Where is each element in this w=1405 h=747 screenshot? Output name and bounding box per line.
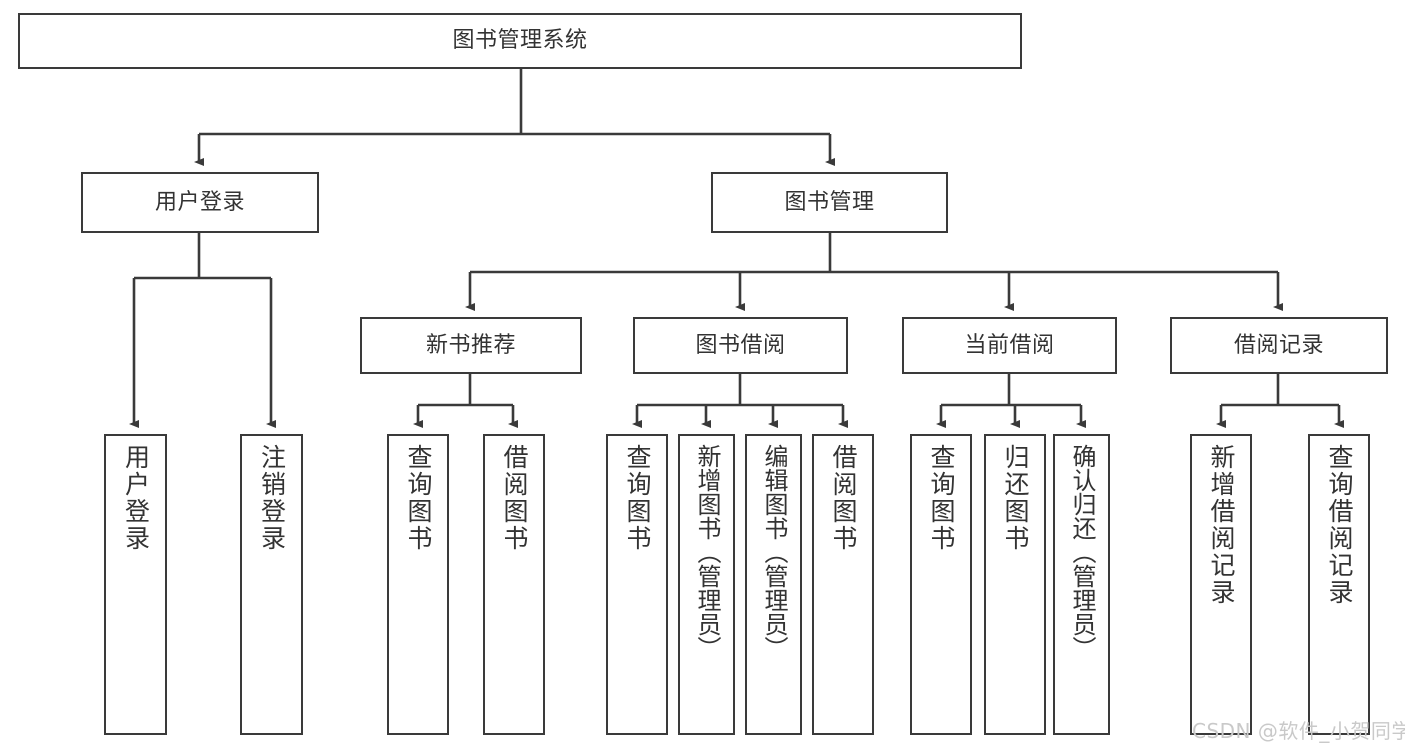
node-leaf-user-login[interactable]: 用户登录 bbox=[104, 434, 167, 735]
node-leaf-add-book[interactable]: 新增图书（管理员） bbox=[678, 434, 735, 735]
node-leaf-confirm-return-label: 确认归还（管理员） bbox=[1067, 444, 1096, 660]
node-book-borrow[interactable]: 图书借阅 bbox=[633, 317, 848, 374]
node-leaf-user-login-label: 用户登录 bbox=[121, 444, 151, 552]
node-new-book-recommend-label: 新书推荐 bbox=[425, 332, 516, 358]
node-leaf-user-logout[interactable]: 注销登录 bbox=[240, 434, 303, 735]
node-leaf-return-book-label: 归还图书 bbox=[1001, 444, 1030, 552]
node-current-borrow[interactable]: 当前借阅 bbox=[902, 317, 1117, 374]
node-current-borrow-label: 当前借阅 bbox=[964, 332, 1055, 358]
node-leaf-add-book-label: 新增图书（管理员） bbox=[692, 444, 721, 660]
node-borrow-records[interactable]: 借阅记录 bbox=[1170, 317, 1388, 374]
node-leaf-confirm-return[interactable]: 确认归还（管理员） bbox=[1053, 434, 1110, 735]
node-leaf-borrow-book-1-label: 借阅图书 bbox=[500, 444, 529, 552]
node-leaf-add-record-label: 新增借阅记录 bbox=[1207, 444, 1236, 606]
node-leaf-borrow-book-2-label: 借阅图书 bbox=[829, 444, 858, 552]
node-leaf-edit-book[interactable]: 编辑图书（管理员） bbox=[745, 434, 802, 735]
node-leaf-borrow-book-2[interactable]: 借阅图书 bbox=[812, 434, 874, 735]
node-book-borrow-label: 图书借阅 bbox=[695, 332, 786, 358]
node-leaf-query-record[interactable]: 查询借阅记录 bbox=[1308, 434, 1370, 735]
node-new-book-recommend[interactable]: 新书推荐 bbox=[360, 317, 582, 374]
node-leaf-edit-book-label: 编辑图书（管理员） bbox=[759, 444, 788, 660]
watermark: CSDN @软件_小贺同学 bbox=[1192, 719, 1405, 743]
node-book-management-label: 图书管理 bbox=[784, 189, 875, 215]
node-leaf-query-book-1[interactable]: 查询图书 bbox=[387, 434, 449, 735]
node-leaf-query-book-2[interactable]: 查询图书 bbox=[606, 434, 668, 735]
node-leaf-query-book-3[interactable]: 查询图书 bbox=[910, 434, 972, 735]
node-leaf-add-record[interactable]: 新增借阅记录 bbox=[1190, 434, 1252, 735]
node-leaf-borrow-book-1[interactable]: 借阅图书 bbox=[483, 434, 545, 735]
node-leaf-query-record-label: 查询借阅记录 bbox=[1325, 444, 1354, 606]
node-borrow-records-label: 借阅记录 bbox=[1233, 332, 1324, 358]
node-book-management[interactable]: 图书管理 bbox=[711, 172, 948, 233]
node-user-login[interactable]: 用户登录 bbox=[81, 172, 319, 233]
node-root[interactable]: 图书管理系统 bbox=[18, 13, 1022, 69]
node-leaf-query-book-3-label: 查询图书 bbox=[927, 444, 956, 552]
node-leaf-query-book-2-label: 查询图书 bbox=[623, 444, 652, 552]
node-leaf-user-logout-label: 注销登录 bbox=[257, 444, 287, 552]
node-leaf-return-book[interactable]: 归还图书 bbox=[984, 434, 1046, 735]
node-root-label: 图书管理系统 bbox=[452, 28, 588, 53]
node-user-login-label: 用户登录 bbox=[154, 189, 245, 215]
node-leaf-query-book-1-label: 查询图书 bbox=[404, 444, 433, 552]
